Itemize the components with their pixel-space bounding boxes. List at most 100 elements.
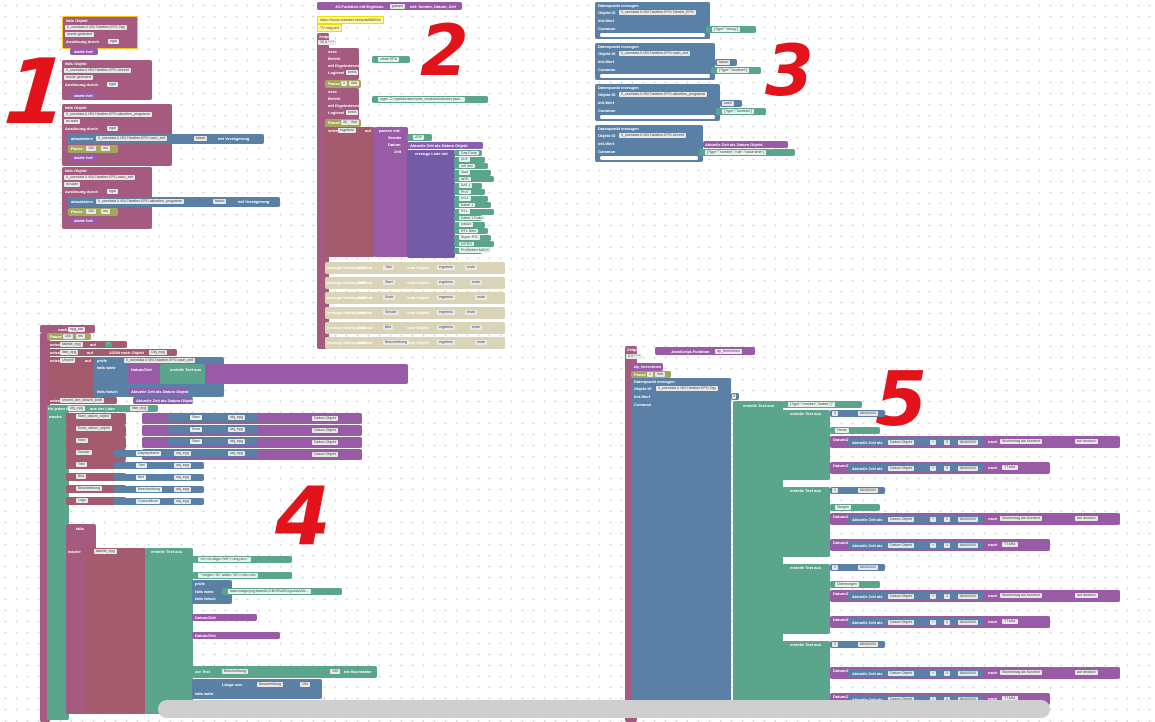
- list-item-text[interactable]: DMAX: [454, 221, 485, 228]
- text-field[interactable]: Bild: [136, 475, 146, 480]
- text-field[interactable]: 3sat: [459, 170, 470, 175]
- object-field[interactable]: 0_userdata.0.VBI.Tabellen.EPG.aktuelles_…: [64, 112, 153, 117]
- operator-dropdown[interactable]: +: [930, 542, 937, 548]
- number-field[interactable]: 86400000: [958, 516, 978, 522]
- number-field[interactable]: 86400000: [858, 488, 878, 493]
- operator-dropdown[interactable]: +: [930, 696, 937, 702]
- format-dropdown[interactable]: Wochentag als Kurztext: [1000, 439, 1042, 444]
- number-field[interactable]: 0: [944, 439, 950, 445]
- text-field[interactable]: SAT.1: [459, 183, 473, 188]
- update-block[interactable]: aktualisiere 0_userdata.0.VBI.Tabellen.E…: [68, 197, 280, 207]
- variable-dropdown[interactable]: Start: [76, 438, 88, 443]
- format-dropdown[interactable]: auf deutsch: [1075, 670, 1098, 675]
- variable-dropdown[interactable]: Logo: [76, 498, 88, 503]
- format-dropdown[interactable]: Datum Objekt: [312, 428, 338, 433]
- operator-dropdown[interactable]: +: [930, 439, 937, 445]
- trigger-block[interactable]: falls Objekt 0_userdata.0.VBI.Tabellen.E…: [62, 16, 138, 49]
- number-field[interactable]: 3: [944, 670, 950, 676]
- variable-field[interactable]: ergebnis: [437, 295, 455, 300]
- list-item-text[interactable]: SAT.1: [454, 182, 482, 189]
- list-item-text[interactable]: VOX: [454, 195, 488, 202]
- common-text-block[interactable]: {"type":"number","role":"value.time"}: [699, 149, 795, 156]
- text-field[interactable]: Übermorgen: [835, 582, 859, 587]
- list-item-text[interactable]: ProSieben MAXX: [454, 247, 491, 254]
- text-value[interactable]: "": [105, 342, 112, 347]
- condition-dropdown[interactable]: wurde geändert: [65, 32, 94, 37]
- text-field[interactable]: NITRO: [459, 241, 475, 246]
- object-field[interactable]: 0_userdata.0.VBI.Tabellen.EPG.nach_zeit: [619, 51, 691, 56]
- text-block[interactable]: Heute: [830, 427, 880, 434]
- datetime-block[interactable]: Datum/Zeit: [192, 614, 257, 621]
- exec-block[interactable]: exec Befehl mit Ergebnissen Loglevel kei…: [325, 88, 359, 120]
- text-block[interactable]: Übermorgen: [830, 581, 880, 588]
- number-field[interactable]: 0: [732, 394, 736, 399]
- format-dropdown[interactable]: TT.MM.: [1002, 619, 1018, 624]
- text-block[interactable]: {"type":"number","states":{": [782, 401, 862, 408]
- common-text-block[interactable]: {"type":"boolean"}: [716, 108, 766, 115]
- create-text-block[interactable]: erstelle Text aus: [160, 364, 205, 384]
- text-field[interactable]: zdf neo: [459, 163, 475, 168]
- set-variable-block[interactable]: Beschreibung: [66, 485, 126, 493]
- format-dropdown[interactable]: auf deutsch: [1075, 593, 1098, 598]
- unit-dropdown[interactable]: ms: [76, 334, 85, 339]
- text-field[interactable]: RTL: [459, 209, 470, 214]
- variable-dropdown[interactable]: uhrzeit_lcm_aktuell_kraft: [60, 398, 104, 403]
- list-item-text[interactable]: ZDF: [454, 156, 485, 163]
- variable-field[interactable]: obj_epg: [228, 415, 245, 420]
- variable-field[interactable]: obj_epg: [174, 475, 191, 480]
- set-variable-block[interactable]: Start: [66, 437, 126, 449]
- number-field[interactable]: 86400000: [958, 593, 978, 599]
- trigger-dropdown[interactable]: egal: [107, 126, 118, 131]
- function-call-block[interactable]: dp_berechnen: [631, 363, 663, 371]
- mode-dropdown[interactable]: erste: [470, 280, 482, 285]
- function-header[interactable]: nach epg_tab: [40, 325, 95, 333]
- text-field[interactable]: mkdir EPG: [378, 57, 400, 62]
- format-dropdown[interactable]: auf deutsch: [1075, 516, 1098, 521]
- variable-field[interactable]: ergebnis: [437, 280, 455, 285]
- variable-field[interactable]: ergebnis: [437, 340, 455, 345]
- text-block[interactable]: " height="30" width="30"></td><td>: [192, 572, 292, 579]
- variable-dropdown[interactable]: Sender: [76, 450, 92, 455]
- function-name-field[interactable]: epg_tab: [68, 326, 85, 332]
- comment-block[interactable]: TV mag.xml: [317, 24, 343, 32]
- datetime-block[interactable]: Datum/Zeit: [192, 632, 280, 639]
- text-block[interactable]: <tr><td align="left"><img src=": [192, 556, 292, 563]
- current-time-block[interactable]: Aktuelle Zeit als Datum Objekt: [133, 397, 194, 404]
- current-time-block[interactable]: Aktuelle Zeit als Datum Objekt: [407, 142, 483, 149]
- operator-dropdown[interactable]: +: [930, 516, 937, 522]
- value-dropdown[interactable]: falsch: [213, 199, 227, 204]
- pause-input[interactable]: 100: [86, 146, 96, 151]
- create-text-block[interactable]: erstelle Text aus: [782, 410, 830, 480]
- number-field[interactable]: 0: [944, 465, 950, 471]
- mode-dropdown[interactable]: erste: [465, 310, 477, 315]
- variable-dropdown[interactable]: Ende_datum_objekt: [76, 426, 112, 431]
- variable-dropdown[interactable]: Beschreibung: [76, 486, 102, 491]
- text-field[interactable]: Start: [383, 280, 395, 285]
- comment-block[interactable]: https://forum.iobroker.net/post/868318: [317, 16, 384, 24]
- function-name-field[interactable]: dp_berechnen: [715, 348, 742, 354]
- number-field[interactable]: 1: [944, 542, 950, 548]
- text-field[interactable]: Ende: [383, 295, 396, 300]
- text-block[interactable]: ZDF: [407, 134, 432, 141]
- loglevel-dropdown[interactable]: keins: [346, 70, 359, 75]
- text-field[interactable]: Morgen: [835, 505, 852, 510]
